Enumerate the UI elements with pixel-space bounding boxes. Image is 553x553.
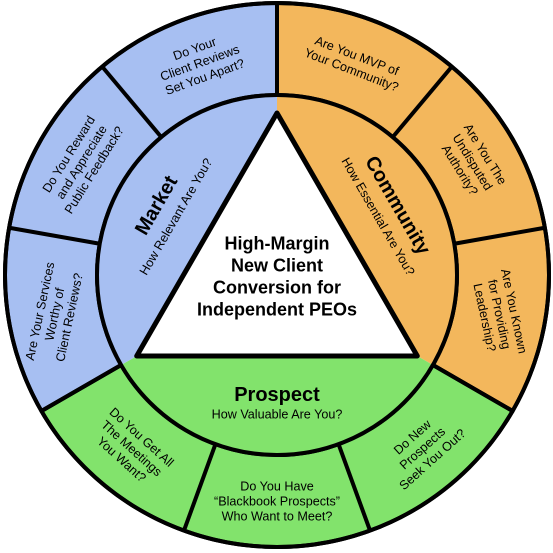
outer-divider <box>40 363 123 413</box>
outer-divider <box>336 443 372 532</box>
center-title-text-line: High-Margin <box>225 233 330 253</box>
question-prospect-2-line: Do You Have <box>240 479 314 493</box>
inner-ring-outline <box>95 93 459 457</box>
outer-divider <box>431 363 514 413</box>
center-title-text-line: Independent PEOs <box>197 299 357 319</box>
outer-divider <box>391 65 454 139</box>
outer-divider <box>182 443 218 532</box>
prospect-subtitle: How Valuable Are You? <box>212 407 343 421</box>
outer-ring-outline <box>3 1 551 549</box>
outer-divider <box>453 225 546 246</box>
prospect-title: Prospect <box>234 384 320 406</box>
outer-divider <box>100 65 163 139</box>
question-prospect-2-line: “Blackbook Prospects” <box>214 494 340 508</box>
outer-divider <box>8 225 101 246</box>
question-prospect-2: Do You Have“Blackbook Prospects”Who Want… <box>214 479 340 523</box>
question-prospect-2-line: Who Want to Meet? <box>222 509 333 523</box>
center-title-text-line: Conversion for <box>213 277 341 297</box>
center-triangle <box>134 110 420 359</box>
triangle-shape <box>134 110 420 359</box>
center-title-text-line: New Client <box>231 255 323 275</box>
